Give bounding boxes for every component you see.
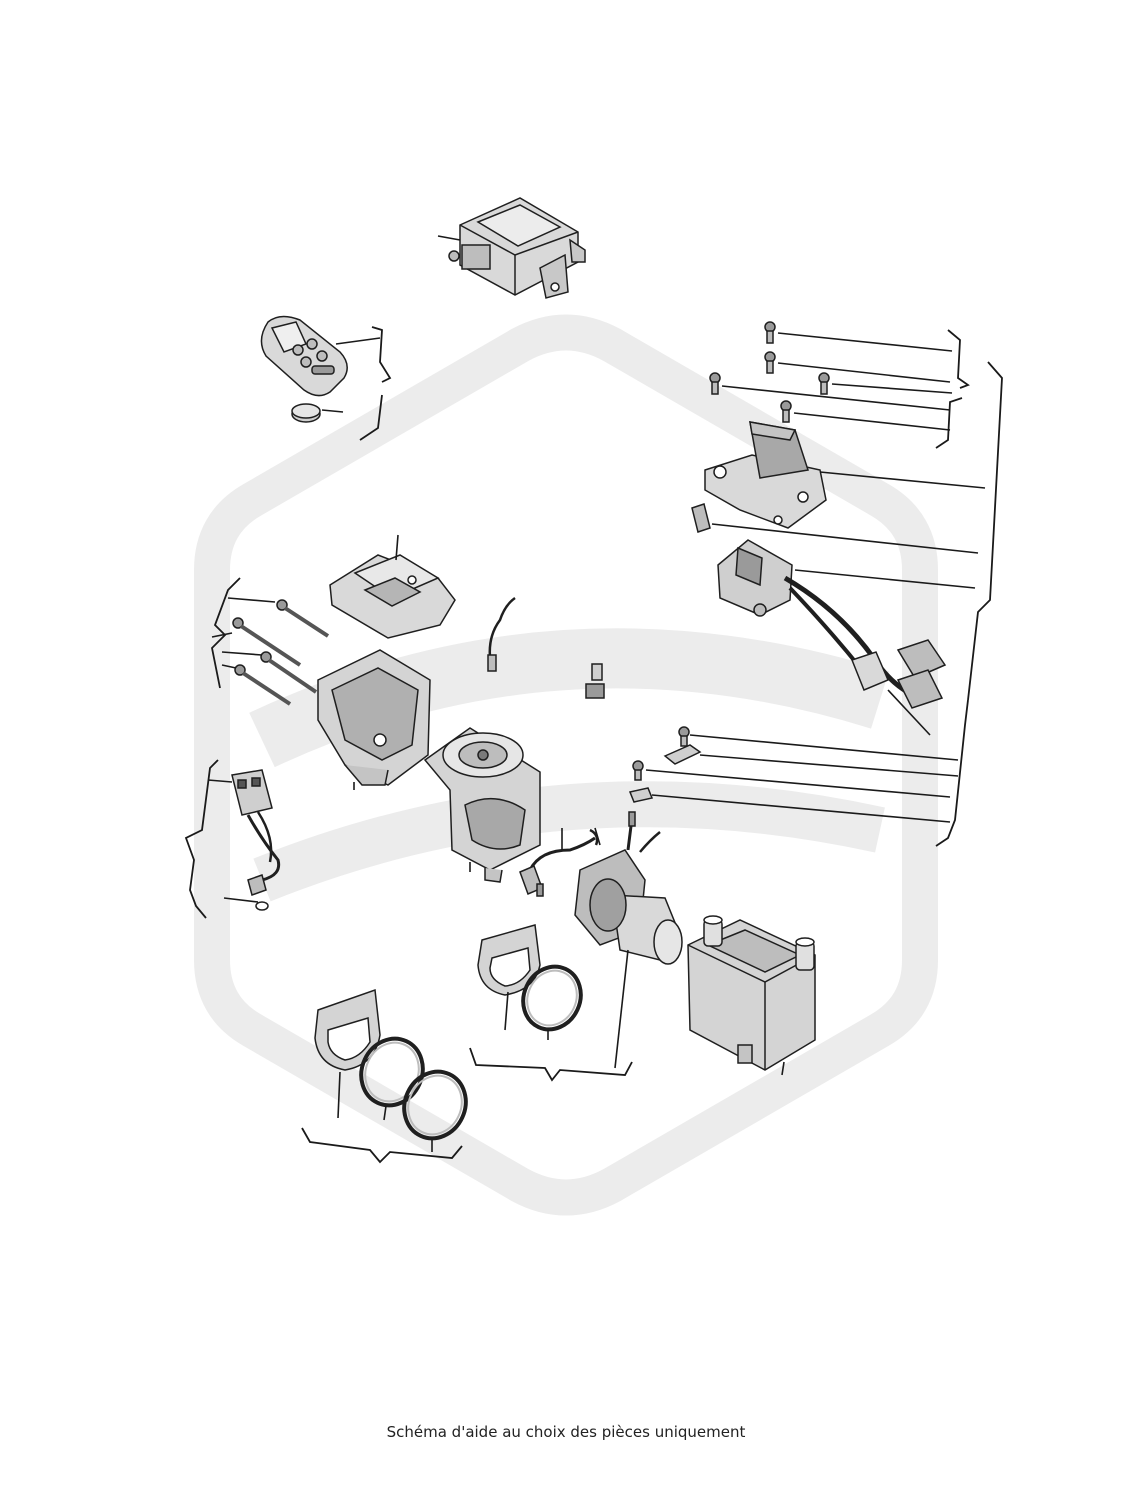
air-box-cover[interactable] [704, 421, 827, 529]
coin-battery[interactable] [291, 403, 321, 423]
wire-harness-connector[interactable] [231, 769, 281, 911]
leader-lines [207, 235, 986, 1152]
screw[interactable] [678, 726, 690, 747]
o-ring[interactable] [513, 957, 591, 1039]
heat-exchanger[interactable] [687, 915, 816, 1071]
screw[interactable] [818, 372, 830, 395]
control-unit[interactable] [448, 197, 586, 299]
caption: Schéma d'aide au choix des pièces unique… [386, 1423, 746, 1441]
long-bolt-group [232, 599, 330, 706]
gasket[interactable] [314, 988, 381, 1071]
screw[interactable] [764, 351, 776, 374]
long-bolt[interactable] [234, 664, 292, 706]
fan-cover[interactable] [329, 554, 456, 639]
bracket-clip[interactable] [628, 787, 654, 803]
screw[interactable] [764, 321, 776, 344]
bracket-clip[interactable] [663, 744, 702, 765]
burner-assembly[interactable] [574, 811, 683, 965]
long-bolt[interactable] [232, 617, 302, 667]
small-sensor[interactable] [585, 663, 605, 699]
blower-assembly[interactable] [423, 727, 541, 883]
gasket[interactable] [477, 924, 541, 996]
fan-housing[interactable] [317, 649, 431, 786]
sensor-wire[interactable] [487, 596, 516, 672]
screw[interactable] [632, 760, 644, 781]
bracket-markers [184, 326, 1003, 1164]
bracket-clip-group [628, 726, 702, 803]
o-ring[interactable] [393, 1062, 476, 1149]
temperature-sensor[interactable] [519, 836, 596, 897]
long-bolt[interactable] [276, 599, 330, 638]
fuel-pump-harness[interactable] [717, 539, 947, 709]
long-bolt[interactable] [260, 651, 318, 694]
remote-control[interactable] [260, 315, 348, 397]
screw[interactable] [709, 372, 721, 395]
cover-seal[interactable] [691, 503, 711, 533]
screw[interactable] [780, 400, 792, 423]
screw-group [709, 321, 830, 423]
